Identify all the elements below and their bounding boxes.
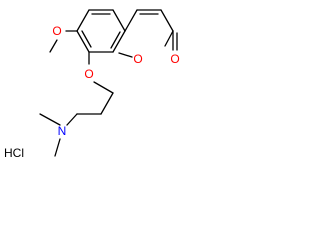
bond-c6-c7 — [76, 9, 90, 32]
bond-c7-c8 — [76, 30, 90, 53]
bond-chain-c1-c2 — [100, 92, 114, 115]
bond-c8a-c4a — [112, 30, 126, 53]
bond-o-methoxy-ch3 — [49, 39, 58, 53]
bond-chain-c3-n — [66, 113, 78, 126]
atom-label-amine-nitrogen: N — [58, 124, 67, 138]
atom-labels: O O O O N HCl — [4, 24, 180, 160]
bond-n-methyl-b — [54, 138, 61, 157]
atom-label-ether-oxygen: O — [84, 67, 93, 81]
salt-label-hcl: HCl — [4, 146, 24, 160]
atom-label-ring-oxygen: O — [133, 52, 142, 66]
bond-c4a-c4 — [124, 9, 138, 32]
bond-c7-c8-inner — [81, 30, 92, 48]
bond-c3-c2 — [160, 9, 174, 32]
bond-n-methyl-a — [39, 113, 61, 126]
chemical-structure-diagram: O O O O N HCl — [4, 9, 180, 160]
atom-label-methoxy-oxygen: O — [52, 24, 61, 38]
atom-label-carbonyl-oxygen: O — [170, 52, 179, 66]
bond-c2-o1 — [164, 30, 174, 47]
bonds — [39, 9, 178, 157]
bond-c4a-c5 — [112, 9, 126, 32]
bond-o1-c8a — [118, 52, 133, 58]
bond-c8a-c4a-inner — [110, 31, 121, 49]
bond-o-ether-c1 — [93, 81, 114, 94]
